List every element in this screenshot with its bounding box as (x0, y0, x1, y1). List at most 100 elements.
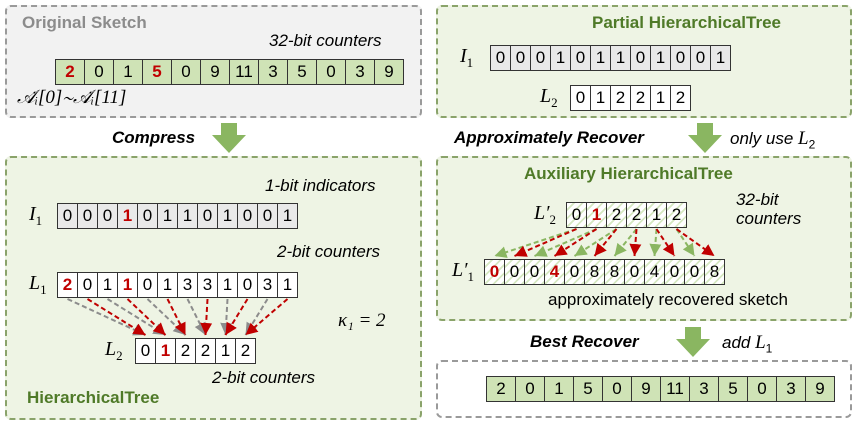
counter-cell: 4 (644, 259, 665, 285)
counter-cell: 2 (486, 376, 516, 402)
counter-cell: 1 (155, 338, 176, 364)
counter-cell: 0 (690, 45, 711, 71)
counter-cell: 2 (610, 85, 631, 111)
counter-cell: 5 (573, 376, 603, 402)
aux-l1p-label: L′1 (452, 259, 474, 284)
ht-l1-label: L1 (29, 272, 47, 297)
counter-cell: 8 (704, 259, 725, 285)
approx-recover-note: only use L2 (730, 128, 816, 152)
counter-cell: 8 (604, 259, 625, 285)
counter-cell: 0 (197, 203, 218, 229)
counter-cell: 0 (137, 272, 158, 298)
counter-cell: 1 (217, 203, 238, 229)
counter-cell: 5 (718, 376, 748, 402)
counter-cell: 0 (564, 259, 585, 285)
counter-cell: 1 (117, 203, 138, 229)
counter-cell: 1 (217, 272, 238, 298)
original-sketch-range-label: 𝒜̇ᵢ[0]∼𝒜̇ᵢ[11] (17, 87, 127, 108)
counter-cell: 1 (277, 272, 298, 298)
best-recover-arrow-icon (676, 327, 710, 357)
counter-cell: 1 (157, 272, 178, 298)
l2-caption: 2-bit counters (212, 368, 315, 387)
counter-cell: 2 (55, 59, 85, 85)
counter-cell: 3 (177, 272, 198, 298)
counter-cell: 2 (670, 85, 691, 111)
hierarchical-tree-title: HierarchicalTree (27, 388, 160, 407)
counter-cell: 0 (570, 45, 591, 71)
counter-cell: 3 (257, 272, 278, 298)
counter-cell: 9 (631, 376, 661, 402)
counter-cell: 1 (113, 59, 143, 85)
counter-cell: 0 (57, 203, 78, 229)
counter-cell: 11 (660, 376, 690, 402)
counter-cell: 1 (710, 45, 731, 71)
approx-recover-label: Approximately Recover (454, 128, 644, 147)
counter-cell: 0 (530, 45, 551, 71)
counter-cell: 1 (650, 45, 671, 71)
counter-cell: 1 (586, 202, 607, 228)
counter-cell: 0 (524, 259, 545, 285)
counter-cell: 5 (142, 59, 172, 85)
counter-cell: 2 (57, 272, 78, 298)
counter-cell: 1 (277, 203, 298, 229)
counter-cell: 0 (602, 376, 632, 402)
counter-cell: 0 (570, 85, 591, 111)
compress-arrow-icon (212, 123, 246, 153)
counter-cell: 8 (584, 259, 605, 285)
counter-cell: 0 (97, 203, 118, 229)
original-sketch-caption: 32-bit counters (269, 31, 382, 50)
counter-cell: 0 (316, 59, 346, 85)
counter-cell: 1 (646, 202, 667, 228)
counter-cell: 0 (684, 259, 705, 285)
l1-caption: 2-bit counters (277, 242, 380, 261)
indicators-caption: 1-bit indicators (265, 176, 376, 195)
counter-cell: 0 (171, 59, 201, 85)
counter-cell: 3 (258, 59, 288, 85)
aux-l2p-label: L′2 (534, 202, 556, 227)
counter-cell: 1 (544, 376, 574, 402)
auxiliary-tree-title: Auxiliary HierarchicalTree (524, 164, 733, 183)
compress-label: Compress (112, 128, 196, 147)
counter-cell: 2 (630, 85, 651, 111)
counter-cell: 1 (590, 45, 611, 71)
counter-cell: 2 (195, 338, 216, 364)
best-recover-note: add L1 (722, 332, 773, 356)
recovered-caption: approximately recovered sketch (548, 290, 789, 309)
counter-cell: 0 (484, 259, 505, 285)
partial-tree-title: Partial HierarchicalTree (592, 13, 782, 32)
counter-cell: 2 (235, 338, 256, 364)
counter-cell: 0 (77, 203, 98, 229)
counter-cell: 0 (137, 203, 158, 229)
counter-cell: 1 (177, 203, 198, 229)
counter-cell: 4 (544, 259, 565, 285)
pt-l2-label: L2 (540, 85, 558, 110)
pt-i1-label: I1 (460, 45, 474, 70)
ht-l2-label: L2 (105, 338, 123, 363)
approx-recover-arrow-icon (688, 123, 722, 153)
counter-cell: 2 (666, 202, 687, 228)
counter-cell: 0 (630, 45, 651, 71)
counter-cell: 0 (510, 45, 531, 71)
counter-cell: 1 (550, 45, 571, 71)
counter-cell: 2 (606, 202, 627, 228)
counter-cell: 0 (670, 45, 691, 71)
counter-cell: 0 (747, 376, 777, 402)
counter-cell: 0 (237, 203, 258, 229)
counter-cell: 9 (805, 376, 835, 402)
counter-cell: 1 (590, 85, 611, 111)
kappa-label: κ₁ = 2 (338, 310, 386, 331)
counter-cell: 0 (664, 259, 685, 285)
counter-cell: 1 (117, 272, 138, 298)
counter-cell: 0 (504, 259, 525, 285)
counter-cell: 1 (610, 45, 631, 71)
counter-cell: 0 (257, 203, 278, 229)
